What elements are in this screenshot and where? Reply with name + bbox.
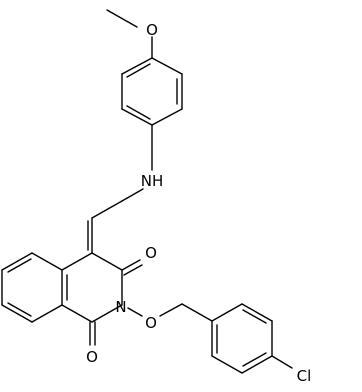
methoxy-group xyxy=(106,9,153,59)
chlorine-label: Cl xyxy=(297,367,312,385)
amine-nh-label: NH xyxy=(141,172,164,190)
ring-nitrogen-label: N xyxy=(115,298,126,316)
ketone-oxygen-top-label: O xyxy=(145,244,157,262)
chlorophenyl-ring xyxy=(211,303,293,374)
ketone-oxygen-bottom-label: O xyxy=(86,348,98,366)
aminomethylidene-linker xyxy=(87,124,153,254)
ether-oxygen-label: O xyxy=(145,314,157,332)
fused-benzo-ring xyxy=(1,252,68,323)
isoquinolinedione-ring xyxy=(61,252,123,323)
oxy-benzyl-linker xyxy=(127,303,213,322)
ketone-bond-bottom xyxy=(89,321,96,346)
methoxy-oxygen-label: O xyxy=(146,21,158,39)
methoxyphenyl-ring xyxy=(121,57,183,126)
ketone-bond-top xyxy=(121,259,143,276)
